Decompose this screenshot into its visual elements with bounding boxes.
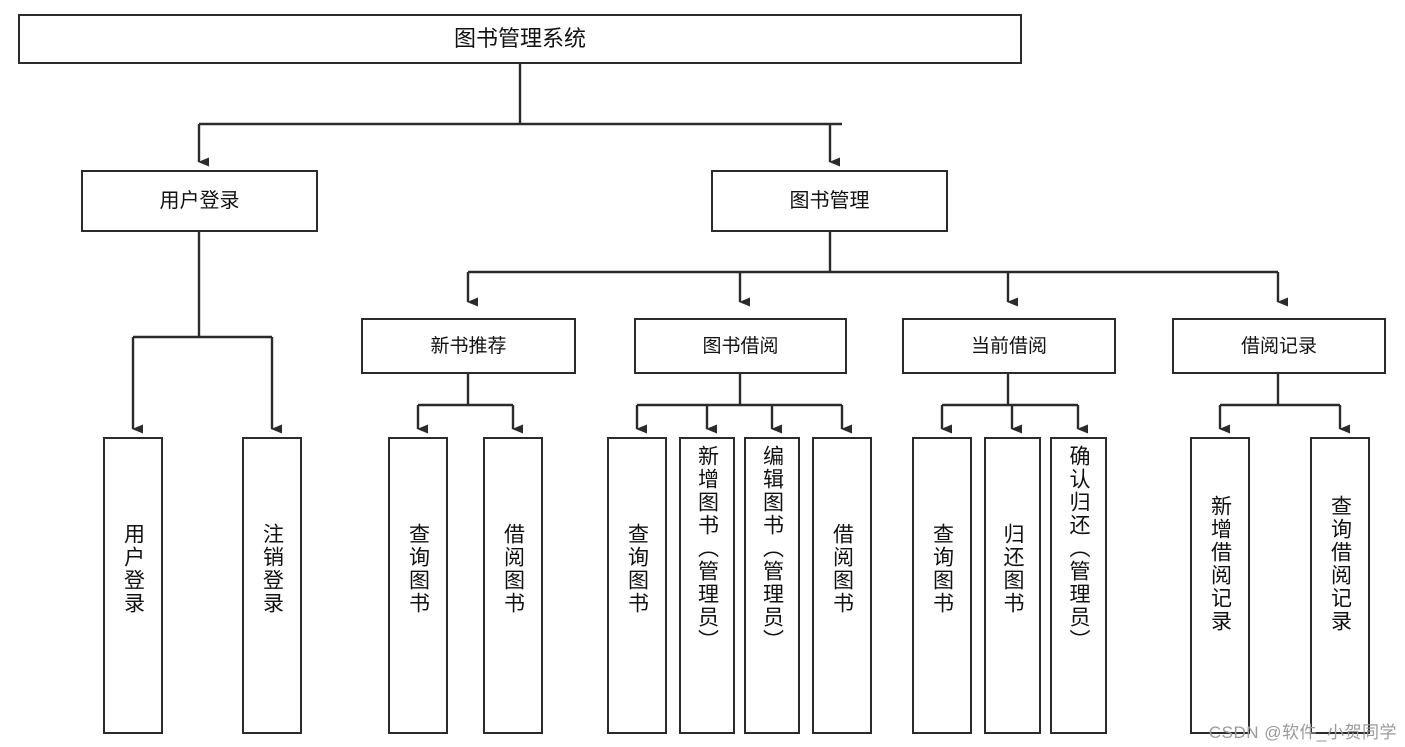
node-leaf-borrow-book-1[interactable]: 借阅图书 bbox=[483, 437, 543, 734]
node-leaf-borrow-book-2-label: 借阅图书 bbox=[830, 523, 854, 615]
node-leaf-user-login[interactable]: 用户登录 bbox=[103, 437, 163, 734]
node-leaf-return-book-label: 归还图书 bbox=[1001, 523, 1024, 615]
node-root-system[interactable]: 图书管理系统 bbox=[18, 14, 1022, 64]
node-leaf-edit-book[interactable]: 编辑图书（管理员） bbox=[744, 437, 800, 734]
node-leaf-query-record-label: 查询借阅记录 bbox=[1328, 495, 1352, 633]
node-leaf-confirm-return-label: 确认归还（管理员） bbox=[1067, 445, 1090, 652]
node-book-borrow[interactable]: 图书借阅 bbox=[634, 318, 847, 374]
node-leaf-confirm-return[interactable]: 确认归还（管理员） bbox=[1050, 437, 1107, 734]
node-leaf-borrow-book-2[interactable]: 借阅图书 bbox=[812, 437, 872, 734]
node-current-borrow[interactable]: 当前借阅 bbox=[902, 318, 1116, 374]
csdn-watermark: CSDN @软件_小贺同学 bbox=[1208, 723, 1397, 742]
node-book-manage-label: 图书管理 bbox=[789, 190, 870, 212]
node-leaf-add-record[interactable]: 新增借阅记录 bbox=[1190, 437, 1250, 734]
node-leaf-query-book-3-label: 查询图书 bbox=[930, 523, 954, 615]
node-new-book-recommend[interactable]: 新书推荐 bbox=[361, 318, 576, 374]
node-leaf-user-logout-label: 注销登录 bbox=[260, 523, 284, 615]
node-leaf-query-book-2[interactable]: 查询图书 bbox=[607, 437, 667, 734]
node-borrow-record-label: 借阅记录 bbox=[1240, 335, 1317, 357]
node-leaf-query-book-3[interactable]: 查询图书 bbox=[912, 437, 972, 734]
node-root-system-label: 图书管理系统 bbox=[453, 26, 586, 51]
node-leaf-edit-book-label: 编辑图书（管理员） bbox=[760, 445, 784, 652]
node-new-book-recommend-label: 新书推荐 bbox=[430, 335, 507, 357]
node-borrow-record[interactable]: 借阅记录 bbox=[1172, 318, 1386, 374]
node-book-manage[interactable]: 图书管理 bbox=[711, 170, 948, 232]
node-leaf-query-book-2-label: 查询图书 bbox=[625, 523, 649, 615]
node-leaf-add-book[interactable]: 新增图书（管理员） bbox=[679, 437, 735, 734]
node-user-login[interactable]: 用户登录 bbox=[81, 170, 318, 232]
node-leaf-query-record[interactable]: 查询借阅记录 bbox=[1310, 437, 1370, 734]
node-current-borrow-label: 当前借阅 bbox=[970, 335, 1047, 357]
node-leaf-user-logout[interactable]: 注销登录 bbox=[242, 437, 302, 734]
node-leaf-user-login-label: 用户登录 bbox=[121, 523, 145, 615]
node-leaf-add-book-label: 新增图书（管理员） bbox=[695, 445, 719, 652]
node-leaf-query-book-1[interactable]: 查询图书 bbox=[388, 437, 448, 734]
node-leaf-add-record-label: 新增借阅记录 bbox=[1208, 495, 1232, 633]
node-leaf-query-book-1-label: 查询图书 bbox=[406, 523, 430, 615]
node-book-borrow-label: 图书借阅 bbox=[702, 335, 779, 357]
node-leaf-borrow-book-1-label: 借阅图书 bbox=[501, 523, 525, 615]
node-user-login-label: 用户登录 bbox=[159, 190, 240, 212]
node-leaf-return-book[interactable]: 归还图书 bbox=[984, 437, 1041, 734]
